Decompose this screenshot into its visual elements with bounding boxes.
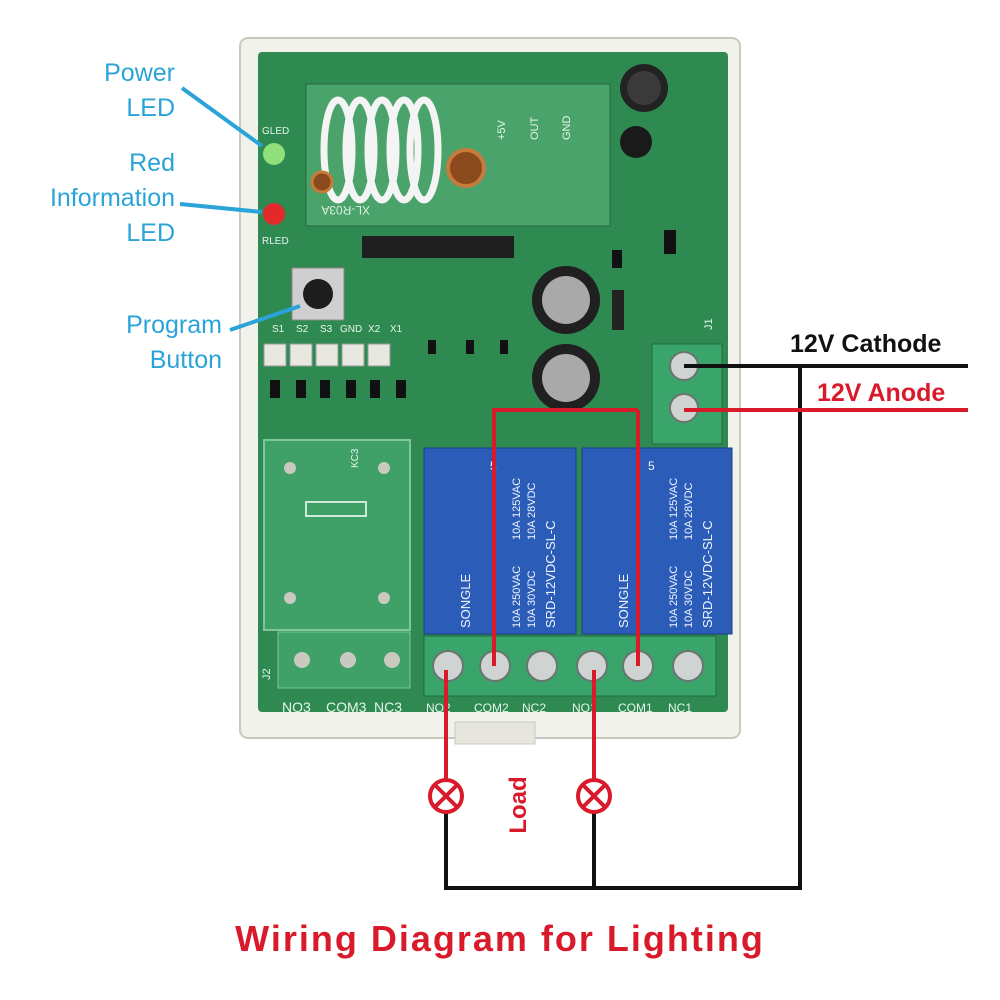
wire-cathode-return (444, 366, 802, 890)
green-led (263, 143, 285, 165)
callout-line-program-button (229, 304, 301, 332)
kc3-pad (378, 462, 390, 474)
callout-line: Power (104, 59, 175, 87)
enclosure-tab (454, 721, 536, 745)
left-terminal-pads (277, 631, 411, 689)
diode (612, 290, 624, 330)
smd-components (270, 230, 676, 398)
cathode-label: 12V Cathode (790, 330, 942, 358)
terminal-label-com3: COM3 (326, 699, 367, 715)
wire-anode-com2 (492, 408, 638, 666)
callout-line: LED (126, 94, 175, 122)
svg-text:10A 28VDC: 10A 28VDC (683, 482, 695, 540)
j2-label: J2 (261, 668, 273, 680)
callout-line-red-led (179, 202, 263, 214)
kc3-pad (378, 592, 390, 604)
svg-text:NC2: NC2 (522, 701, 546, 715)
inductor (310, 170, 334, 194)
callout-line: Information (49, 184, 175, 212)
antenna-coil (320, 96, 442, 204)
header-pin-label: X2 (368, 324, 381, 335)
callout-line: Program (126, 311, 222, 339)
output-terminal-block (423, 635, 717, 697)
svg-text:10A 250VAC: 10A 250VAC (668, 566, 680, 628)
svg-text:COM2: COM2 (474, 701, 509, 715)
terminal-screw-nc2 (526, 650, 558, 682)
callout-line: Button (149, 346, 222, 374)
terminal-label-no3: NO3 (282, 699, 311, 715)
terminal-screw-nc1 (672, 650, 704, 682)
rf-pin-label: OUT (529, 117, 541, 141)
terminal-label-nc3: NC3 (374, 699, 402, 715)
header-pin-label: X1 (390, 324, 403, 335)
program-button-cap (303, 279, 333, 309)
svg-text:SRD-12VDC-SL-C: SRD-12VDC-SL-C (543, 520, 558, 628)
gled-label: GLED (262, 126, 289, 137)
svg-text:NO1: NO1 (572, 701, 597, 715)
svg-text:SONGLE: SONGLE (616, 573, 631, 628)
header-pins (263, 343, 391, 367)
load-label: Load (505, 776, 532, 834)
callout-line: Red (129, 149, 175, 177)
j1-label: J1 (703, 318, 715, 330)
header-pin-label: S1 (272, 324, 285, 335)
svg-text:5: 5 (648, 459, 655, 473)
lamp-icon (576, 778, 612, 814)
rf-pin-label: +5V (496, 119, 508, 140)
callout-program-button: Program Button (90, 308, 222, 378)
svg-text:10A 28VDC: 10A 28VDC (526, 482, 538, 540)
svg-text:SONGLE: SONGLE (458, 573, 473, 628)
output-terminal-labels: NO2 COM2 NC2 NO1 COM1 NC1 (426, 701, 692, 715)
rf-pin-label: GND (561, 116, 573, 141)
svg-text:10A 125VAC: 10A 125VAC (511, 478, 523, 540)
callout-red-led: Red Information LED (10, 146, 175, 251)
svg-text:NC1: NC1 (668, 701, 692, 715)
svg-text:10A 125VAC: 10A 125VAC (668, 478, 680, 540)
rled-label: RLED (262, 236, 289, 247)
transistor (620, 126, 652, 158)
inductor (446, 148, 486, 188)
diagram-title: Wiring Diagram for Lighting (235, 918, 765, 959)
svg-text:10A 30VDC: 10A 30VDC (683, 570, 695, 628)
header-pin-label: S3 (320, 324, 333, 335)
capacitor-top (542, 276, 590, 324)
red-led (263, 203, 285, 225)
svg-text:10A 30VDC: 10A 30VDC (526, 570, 538, 628)
lamp-icon (428, 778, 464, 814)
kc3-pad (284, 462, 296, 474)
svg-text:COM1: COM1 (618, 701, 653, 715)
kc3-coil (305, 501, 367, 517)
callout-line-power-led (180, 86, 264, 148)
header-pin-label: GND (340, 324, 362, 335)
header-pin-label: S2 (296, 324, 309, 335)
callout-power-led: Power LED (60, 56, 175, 126)
callout-line: LED (126, 219, 175, 247)
kc3-pad (284, 592, 296, 604)
capacitor-top (542, 354, 590, 402)
relay-1: SONGLE SRD-12VDC-SL-C 10A 250VAC 10A 30V… (581, 447, 733, 635)
kc3-label: KC3 (350, 448, 361, 468)
relay-2: SONGLE SRD-12VDC-SL-C 10A 250VAC 10A 30V… (423, 447, 577, 635)
ic-chip (362, 236, 514, 258)
capacitor-top (627, 71, 661, 105)
rf-module-label: XL-R03A (321, 203, 370, 217)
svg-text:10A 250VAC: 10A 250VAC (511, 566, 523, 628)
anode-label: 12V Anode (817, 379, 946, 407)
svg-text:SRD-12VDC-SL-C: SRD-12VDC-SL-C (700, 520, 715, 628)
